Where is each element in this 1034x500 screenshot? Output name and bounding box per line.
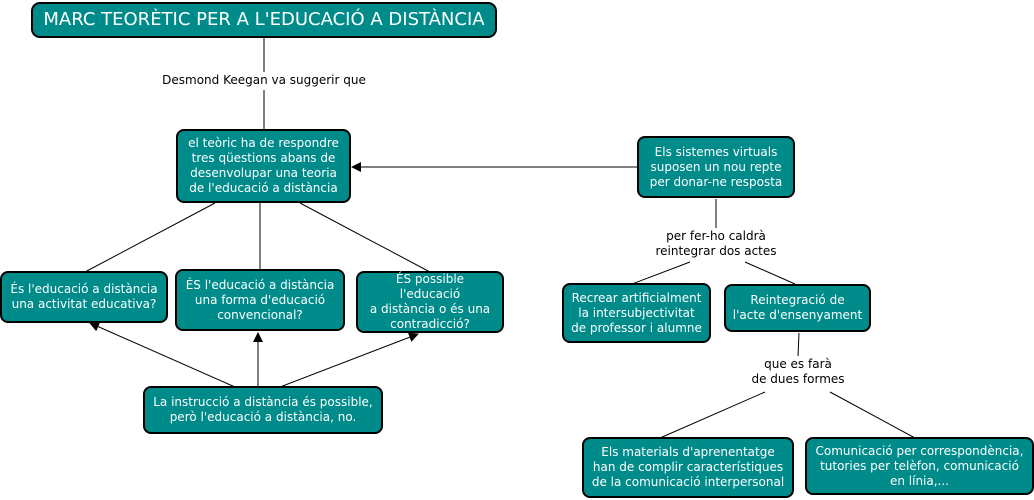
question-contradiction-node[interactable]: ÉS possible l'educació a distància o és … [356,271,504,333]
line-reintegration-formes [797,332,800,357]
label-keegan: Desmond Keegan va suggerir que [159,73,369,88]
question-educational-activity-node[interactable]: És l'educació a distància una activitat … [0,271,168,323]
line-formes-communication [829,391,916,439]
line-caldra-reintegration [744,261,796,285]
learning-materials-node[interactable]: Els materials d'aprenentatge han de comp… [582,437,794,498]
arrow-instruction-q1 [89,322,236,388]
instruction-node[interactable]: La instrucció a distància és possible, p… [143,386,383,434]
recreate-intersubjectivity-node[interactable]: Recrear artificialment la intersubjectiv… [562,283,711,343]
line-theorist-q1 [84,202,216,273]
line-caldra-recreate [631,261,691,285]
title-node[interactable]: MARC TEORÈTIC PER A L'EDUCACIÓ A DISTÀNC… [31,2,497,38]
reintegration-node[interactable]: Reintegració de l'acte d'ensenyament [724,284,871,332]
communication-node[interactable]: Comunicació per correspondència, tutorie… [805,437,1034,495]
line-theorist-q3 [299,202,431,273]
label-caldra: per fer-ho caldrà reintegrar dos actes [652,229,780,259]
question-conventional-education-node[interactable]: ÉS l'educació a distància una forma d'ed… [175,269,345,331]
arrow-instruction-q3 [279,332,419,388]
virtual-systems-node[interactable]: Els sistemes virtuals suposen un nou rep… [637,136,795,198]
theorist-node[interactable]: el teòric ha de respondre tres qüestions… [176,129,351,203]
line-formes-materials [659,391,766,439]
label-formes: que es farà de dues formes [748,357,848,387]
